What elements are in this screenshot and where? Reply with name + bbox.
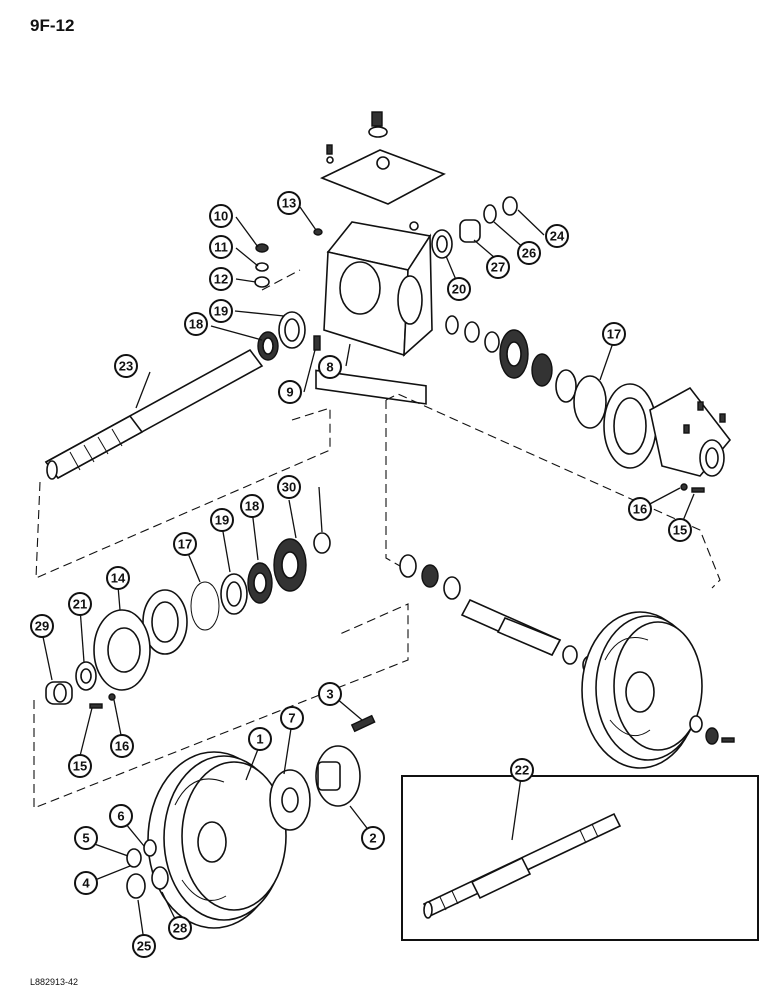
alignment-lines xyxy=(33,269,721,809)
svg-text:7: 7 xyxy=(288,711,295,726)
svg-text:10: 10 xyxy=(214,209,228,224)
callout-15a: 15 xyxy=(68,754,92,778)
callout-22: 22 xyxy=(510,758,534,782)
callout-12: 12 xyxy=(209,267,233,291)
svg-text:20: 20 xyxy=(452,282,466,297)
callout-29: 29 xyxy=(30,614,54,638)
housing-bearings-left xyxy=(257,311,306,361)
figure-code: L882913-42 xyxy=(30,977,79,987)
callout-19b: 19 xyxy=(210,508,234,532)
housing-small-hardware xyxy=(254,228,323,351)
svg-text:30: 30 xyxy=(282,480,296,495)
callout-1: 1 xyxy=(248,727,272,751)
svg-text:4: 4 xyxy=(82,876,90,891)
svg-text:25: 25 xyxy=(137,939,151,954)
svg-text:22: 22 xyxy=(515,763,529,778)
callout-28: 28 xyxy=(168,916,192,940)
middle-bearing-stack xyxy=(142,532,331,655)
callout-25: 25 xyxy=(132,934,156,958)
page-number: 9F-12 xyxy=(30,16,75,35)
svg-text:15: 15 xyxy=(73,759,87,774)
svg-text:1: 1 xyxy=(256,732,263,747)
callout-18b: 18 xyxy=(240,494,264,518)
callout-6: 6 xyxy=(109,804,133,828)
svg-text:6: 6 xyxy=(117,809,124,824)
callout-16b: 16 xyxy=(628,497,652,521)
svg-text:17: 17 xyxy=(178,537,192,552)
callout-11: 11 xyxy=(209,235,233,259)
left-pulley xyxy=(126,714,376,929)
upper-right-seal-group xyxy=(431,196,518,259)
svg-text:18: 18 xyxy=(245,499,259,514)
svg-text:17: 17 xyxy=(607,327,621,342)
callout-27: 27 xyxy=(486,255,510,279)
callout-16a: 16 xyxy=(110,734,134,758)
callout-23: 23 xyxy=(114,354,138,378)
callout-2: 2 xyxy=(361,826,385,850)
callout-8: 8 xyxy=(318,355,342,379)
leader-lines xyxy=(41,206,695,942)
svg-text:11: 11 xyxy=(214,240,228,255)
svg-text:19: 19 xyxy=(215,513,229,528)
svg-text:16: 16 xyxy=(115,739,129,754)
callout-3: 3 xyxy=(318,682,342,706)
right-pulley xyxy=(581,611,735,769)
callout-26: 26 xyxy=(517,241,541,265)
callout-18a: 18 xyxy=(184,312,208,336)
svg-text:8: 8 xyxy=(326,360,333,375)
callout-17a: 17 xyxy=(173,532,197,556)
svg-text:9: 9 xyxy=(286,385,293,400)
svg-text:16: 16 xyxy=(633,502,647,517)
svg-text:26: 26 xyxy=(522,246,536,261)
svg-text:29: 29 xyxy=(35,619,49,634)
svg-text:28: 28 xyxy=(173,921,187,936)
svg-text:27: 27 xyxy=(491,260,505,275)
callout-24: 24 xyxy=(545,224,569,248)
svg-text:3: 3 xyxy=(326,687,333,702)
callout-30: 30 xyxy=(277,475,301,499)
input-shaft xyxy=(44,348,264,480)
svg-text:13: 13 xyxy=(282,196,296,211)
svg-text:24: 24 xyxy=(550,229,565,244)
callout-13: 13 xyxy=(277,191,301,215)
gearbox-housing xyxy=(315,221,433,405)
callout-15b: 15 xyxy=(668,518,692,542)
inset-shaft-box xyxy=(401,775,759,941)
callout-9: 9 xyxy=(278,380,302,404)
callout-19a: 19 xyxy=(209,299,233,323)
output-shaft-assembly xyxy=(399,554,598,675)
callout-7: 7 xyxy=(280,706,304,730)
svg-text:12: 12 xyxy=(214,272,228,287)
callout-17b: 17 xyxy=(602,322,626,346)
top-cover-plate xyxy=(320,111,446,205)
svg-text:21: 21 xyxy=(73,597,87,612)
svg-text:5: 5 xyxy=(82,831,89,846)
left-bearing-housing xyxy=(45,609,151,709)
right-gear-train xyxy=(445,315,732,493)
svg-text:23: 23 xyxy=(119,359,133,374)
callout-21: 21 xyxy=(68,592,92,616)
callout-5: 5 xyxy=(74,826,98,850)
svg-text:19: 19 xyxy=(214,304,228,319)
callout-4: 4 xyxy=(74,871,98,895)
callout-20: 20 xyxy=(447,277,471,301)
svg-text:18: 18 xyxy=(189,317,203,332)
svg-text:15: 15 xyxy=(673,523,687,538)
callout-10: 10 xyxy=(209,204,233,228)
svg-text:2: 2 xyxy=(369,831,376,846)
svg-text:14: 14 xyxy=(111,571,126,586)
callout-14: 14 xyxy=(106,566,130,590)
